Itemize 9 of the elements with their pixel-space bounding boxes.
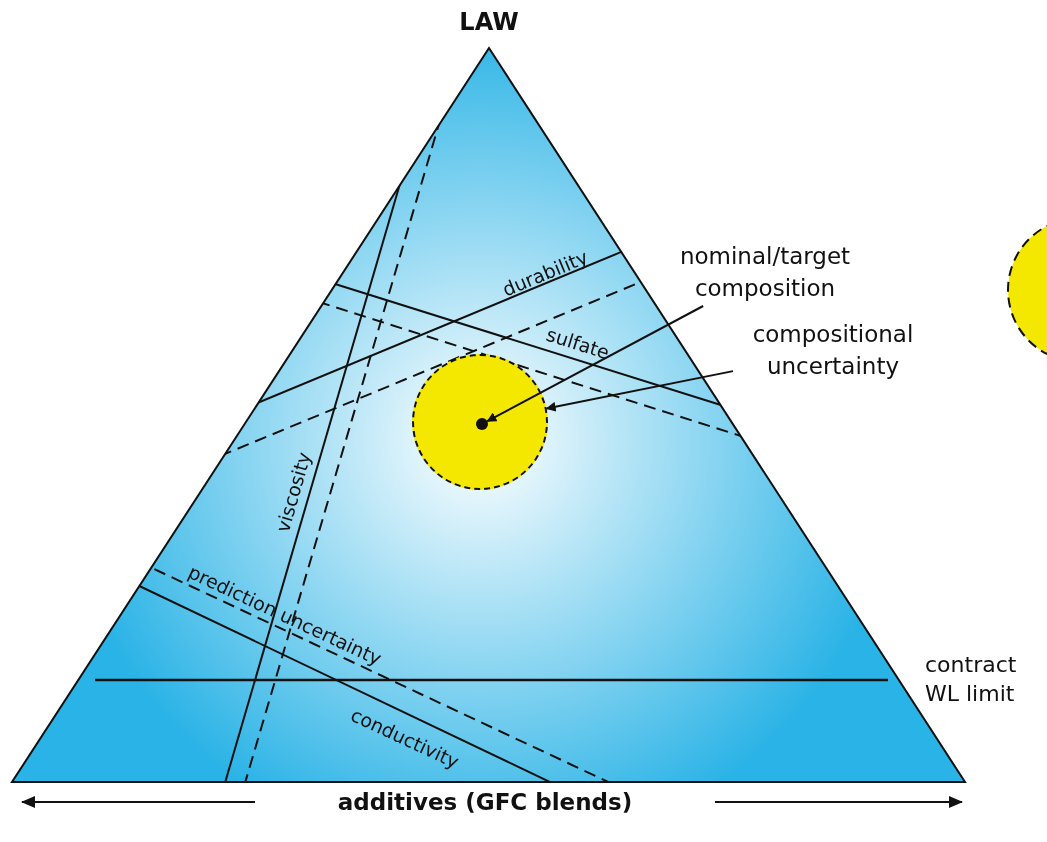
axis-label: additives (GFC blends) — [337, 789, 633, 815]
vertex-label: LAW — [459, 8, 519, 36]
limit-label: contract WL limit — [925, 651, 1018, 708]
leader-arrow — [545, 370, 734, 412]
callout-text: nominal/target composition — [655, 240, 875, 306]
line-label: sulfate — [543, 322, 613, 364]
leader-arrow — [486, 305, 705, 423]
target-dot — [476, 418, 488, 430]
callout-text: compositional uncertainty — [733, 318, 933, 384]
